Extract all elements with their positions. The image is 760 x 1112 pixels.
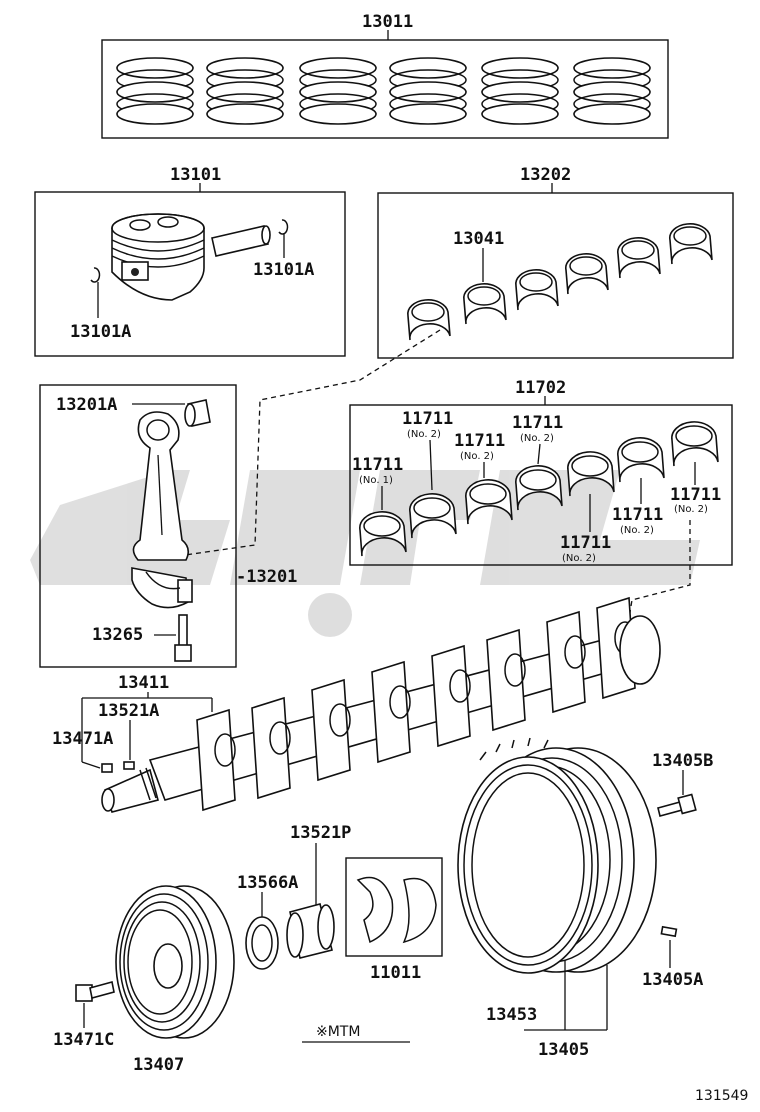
label-pilot-bushing: 13405A (642, 970, 703, 990)
piston-drawing (111, 213, 205, 301)
thrust-washer-box (345, 857, 443, 957)
label-crank-bearing-4-note: (No. 2) (520, 433, 554, 444)
conrod-bearing-shell (463, 283, 507, 325)
piston-ring-set (481, 57, 559, 125)
label-crankshaft: 13411 (118, 673, 169, 693)
label-crank-plug: 13471A (52, 729, 113, 749)
label-crank-bearing-2-note: (No. 2) (407, 429, 441, 440)
crank-key-drawing (123, 761, 135, 770)
label-piston-clip-right: 13101A (253, 260, 314, 280)
label-crank-bearing-7-note: (No. 2) (674, 504, 708, 515)
crankshaft-web (311, 678, 351, 782)
piston-pin-drawing (211, 225, 271, 257)
crank-bearing-shells (359, 421, 719, 557)
conrod-bolt-drawing (174, 614, 192, 662)
ring-gear-drawing (457, 737, 599, 974)
label-crank-bearing-1-note: (No. 1) (359, 475, 393, 486)
conrod-bearing-shell (669, 223, 713, 265)
label-crank-bearing-7: 11711 (670, 485, 721, 505)
crank-bearing-shell (465, 479, 513, 525)
conrod-bearing-shell (617, 237, 661, 279)
crankshaft-web (486, 628, 526, 732)
conrod-bearing-box (377, 192, 734, 359)
crank-gear-drawing (286, 903, 335, 959)
label-conrod-assy: -13201 (236, 567, 297, 587)
label-crank-bearing-3-note: (No. 2) (460, 451, 494, 462)
crank-bearing-shell (359, 511, 407, 557)
label-conrod-bushing: 13201A (56, 395, 117, 415)
flywheel-bolt-drawing (657, 793, 697, 817)
label-thrust-washer: 11011 (370, 963, 421, 983)
piston-clip-left (90, 267, 101, 318)
label-piston-sub: 13101 (170, 165, 221, 185)
label-conrod-bearing: 13041 (453, 229, 504, 249)
piston-ring-set (573, 57, 651, 125)
piston-ring-set (206, 57, 284, 125)
conrod-bearing-leader (184, 329, 441, 556)
label-pulley-bolt: 13471C (53, 1030, 114, 1050)
crank-pulley-drawing (115, 885, 235, 1039)
piston-ring-set (389, 57, 467, 125)
label-crank-slinger: 13566A (237, 873, 298, 893)
label-crank-bearing-6-note: (No. 2) (620, 525, 654, 536)
label-conrod-bearing-set: 13202 (520, 165, 571, 185)
label-crank-bearing-3: 11711 (454, 431, 505, 451)
crank-bearing-shell (671, 421, 719, 467)
pulley-bolt-drawing (75, 981, 115, 1002)
crank-bearing-box (349, 404, 733, 566)
transmission-note: ※MTM (316, 1024, 360, 1040)
crankshaft-web (546, 610, 586, 714)
pilot-bushing-drawing (660, 925, 678, 938)
thrust-washer-drawing (356, 876, 437, 944)
label-piston-clip-left: 13101A (70, 322, 131, 342)
piston-ring-set (299, 57, 377, 125)
crankshaft-drawing (148, 596, 661, 812)
conrod-bearing-shells (407, 223, 713, 341)
label-flywheel-bolt: 13405B (652, 751, 713, 771)
label-crank-bearing-5-note: (No. 2) (562, 553, 596, 564)
conrod-drawing (131, 411, 193, 609)
crankshaft-web (251, 696, 291, 800)
label-ring-gear: 13453 (486, 1005, 537, 1025)
label-crank-pulley: 13407 (133, 1055, 184, 1075)
label-crank-gear: 13521P (290, 823, 351, 843)
label-piston-rings: 13011 (362, 12, 413, 32)
conrod-bearing-shell (515, 269, 559, 311)
crank-bearing-shell (515, 465, 563, 511)
crankshaft-web (431, 644, 471, 748)
crankshaft-web (196, 708, 236, 812)
crankshaft-web (371, 660, 411, 764)
crank-slinger-drawing (245, 916, 279, 970)
piston-ring-set (116, 57, 194, 125)
crankshaft-flange (619, 615, 661, 685)
figure-number: 131549 (695, 1088, 748, 1104)
label-crank-bearing-2: 11711 (402, 409, 453, 429)
label-crank-bearing-4: 11711 (512, 413, 563, 433)
piston-clip-right (278, 219, 289, 258)
label-flywheel: 13405 (538, 1040, 589, 1060)
conrod-bearing-shell (407, 299, 451, 341)
label-crank-key: 13521A (98, 701, 159, 721)
label-crank-bearing-1: 11711 (352, 455, 403, 475)
crank-bearing-shell (617, 437, 665, 483)
label-conrod-bolt: 13265 (92, 625, 143, 645)
label-crank-bearing-6: 11711 (612, 505, 663, 525)
crank-plug-drawing (101, 763, 113, 773)
label-crank-bearing-5: 11711 (560, 533, 611, 553)
crank-bearing-shell (409, 493, 457, 539)
conrod-bushing-drawing (184, 399, 211, 427)
crankshaft-nose (101, 767, 159, 813)
piston-box (34, 191, 346, 357)
piston-rings-box (101, 39, 669, 139)
piston-ring-sets (116, 57, 651, 125)
conrod-box (39, 384, 237, 668)
crank-bearing-shell (567, 451, 615, 497)
label-crank-bearing-set: 11702 (515, 378, 566, 398)
conrod-bearing-shell (565, 253, 609, 295)
